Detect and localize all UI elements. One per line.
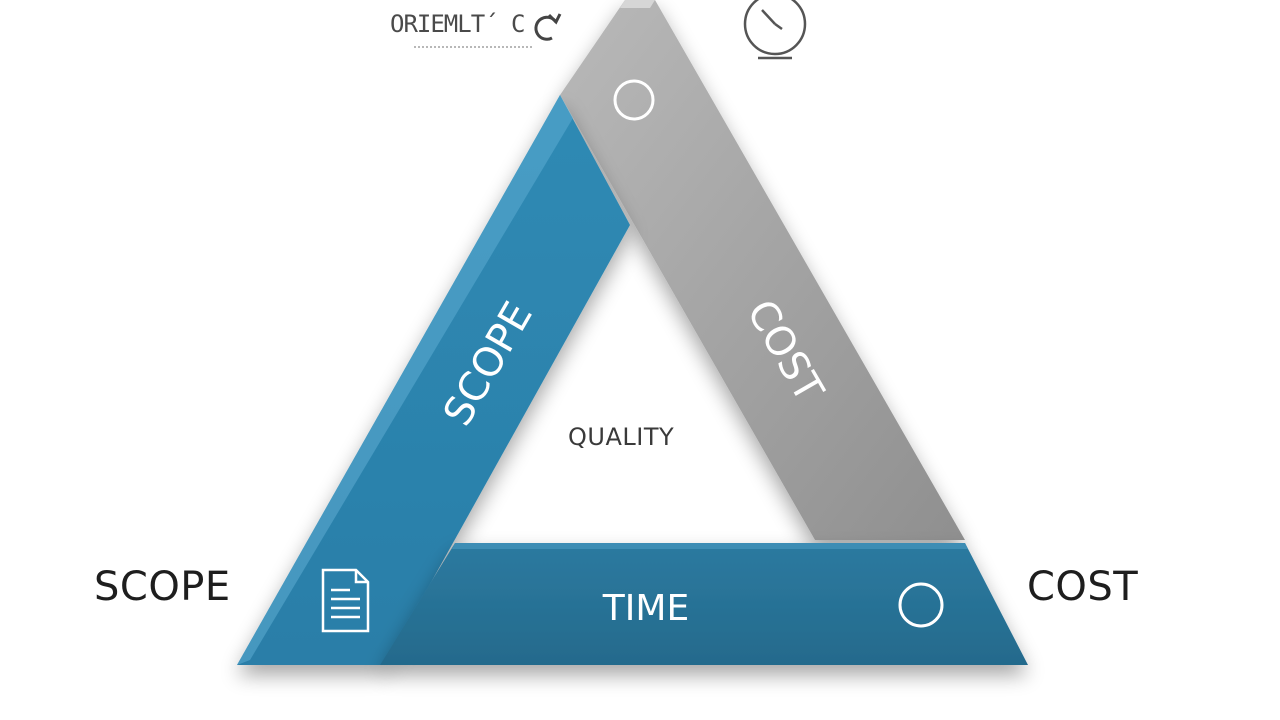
scope-bar-highlight — [237, 95, 573, 665]
time-bar-top-edge — [452, 543, 968, 549]
time-bar — [380, 543, 1028, 665]
scope-outer-label: SCOPE — [94, 564, 231, 610]
time-bar-label: TIME — [602, 588, 689, 629]
logo-text: ORIEMLT´ C — [390, 10, 525, 38]
quality-label: QUALITY — [568, 423, 675, 451]
cost-bar-shape — [560, 0, 965, 540]
clock-icon — [743, 0, 807, 60]
time-bar-shape — [380, 543, 1028, 665]
scope-bar-shape — [237, 95, 630, 665]
cost-bar-edge — [620, 0, 655, 8]
cost-bar — [560, 0, 965, 540]
scope-bar — [237, 95, 630, 665]
refresh-icon — [534, 13, 562, 41]
document-icon — [321, 568, 370, 633]
cost-outer-label: COST — [1027, 564, 1139, 610]
time-bar-circle-icon — [898, 582, 944, 628]
cost-bar-circle-icon — [613, 79, 655, 121]
logo-tagline-line — [414, 46, 532, 50]
